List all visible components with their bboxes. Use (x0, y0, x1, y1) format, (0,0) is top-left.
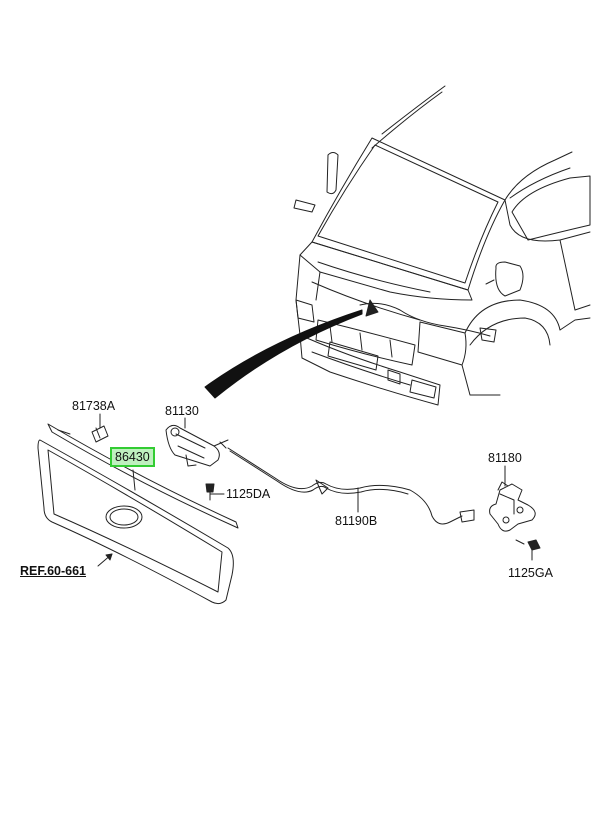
label-81130[interactable]: 81130 (165, 404, 199, 418)
release-handle-81180 (489, 481, 536, 532)
label-1125da[interactable]: 1125DA (226, 487, 271, 501)
label-81738a[interactable]: 81738A (72, 399, 116, 413)
bolt-1125ga (515, 539, 541, 551)
leader-lines (97, 413, 533, 567)
grille-assembly (37, 439, 234, 605)
detail-pointer (204, 309, 363, 399)
release-cable-81190b (227, 447, 475, 525)
label-ref-60-661[interactable]: REF.60-661 (20, 564, 87, 578)
bolt-1125da (205, 483, 215, 501)
label-1125ga[interactable]: 1125GA (508, 566, 553, 580)
hood-latch-81130 (165, 424, 229, 467)
label-86430[interactable]: 86430 (110, 447, 155, 467)
label-81180[interactable]: 81180 (488, 451, 522, 465)
grille-moulding (47, 423, 239, 529)
label-81190b[interactable]: 81190B (335, 514, 378, 528)
vehicle-body (293, 85, 591, 406)
